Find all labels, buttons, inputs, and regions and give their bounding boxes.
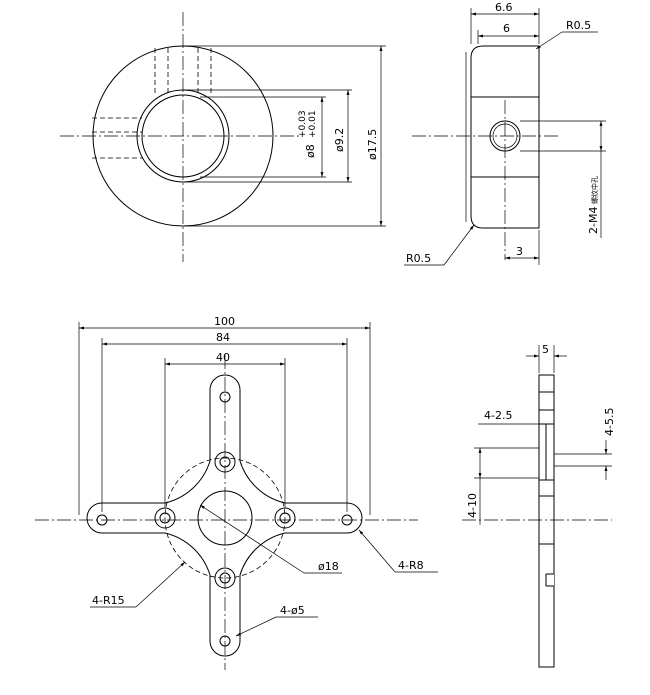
dim-setscrews: 2-M4: [587, 207, 600, 234]
hub-section-upper: [470, 45, 540, 98]
dim-end-radius: 4-R8: [398, 559, 424, 572]
plate-section-view: 5 4-2.5 4-5.5 4-10: [462, 343, 616, 668]
dim-bore-tol-lower: +0.01: [308, 110, 318, 138]
dim-counterbore: ø9.2: [333, 128, 346, 152]
hole-right: [279, 512, 291, 524]
dim-width-total: 6.6: [495, 1, 513, 14]
hub-section-lower: [470, 176, 540, 229]
dim-counterbore-dia-small: 4-5.5: [603, 408, 616, 436]
dim-thickness: 5: [542, 343, 549, 356]
dim-fillet-top: R0.5: [566, 19, 591, 32]
dim-hole-offset: 3: [516, 245, 523, 258]
dim-bore: ø8: [304, 144, 317, 158]
mount-plate-view: 100 84 40 ø18 4-R8 4-R15 4-ø5: [35, 315, 438, 670]
dim-small-holes: 4-ø5: [280, 604, 305, 617]
dim-center-hole: ø18: [318, 560, 339, 573]
dim-span-84: 84: [216, 331, 230, 344]
dim-outer: ø17.5: [366, 129, 379, 160]
dim-span-40: 40: [216, 351, 230, 364]
hole-left: [159, 512, 171, 524]
dim-bore-tol-upper: +0.03: [298, 110, 308, 138]
dim-width-inner: 6: [503, 22, 510, 35]
dim-counterbore-depth: 4-2.5: [484, 409, 512, 422]
dim-inner-radius: 4-R15: [92, 594, 125, 607]
hub-section-view: 6.6 6 R0.5 R0.5 3 2-M4 螺纹中孔: [404, 1, 606, 266]
dim-fillet-bottom: R0.5: [406, 252, 431, 265]
dim-setscrews-note: 螺纹中孔: [590, 176, 599, 204]
dim-counterbore-dia-large: 4-10: [466, 493, 479, 518]
plate-outline: [86, 374, 363, 657]
hub-front-view: ø8 +0.03 +0.01 ø9.2 ø17.5: [60, 12, 386, 262]
plate-section-body: [538, 374, 555, 668]
dim-span-100: 100: [214, 315, 235, 328]
bolt-circle: [164, 457, 286, 579]
